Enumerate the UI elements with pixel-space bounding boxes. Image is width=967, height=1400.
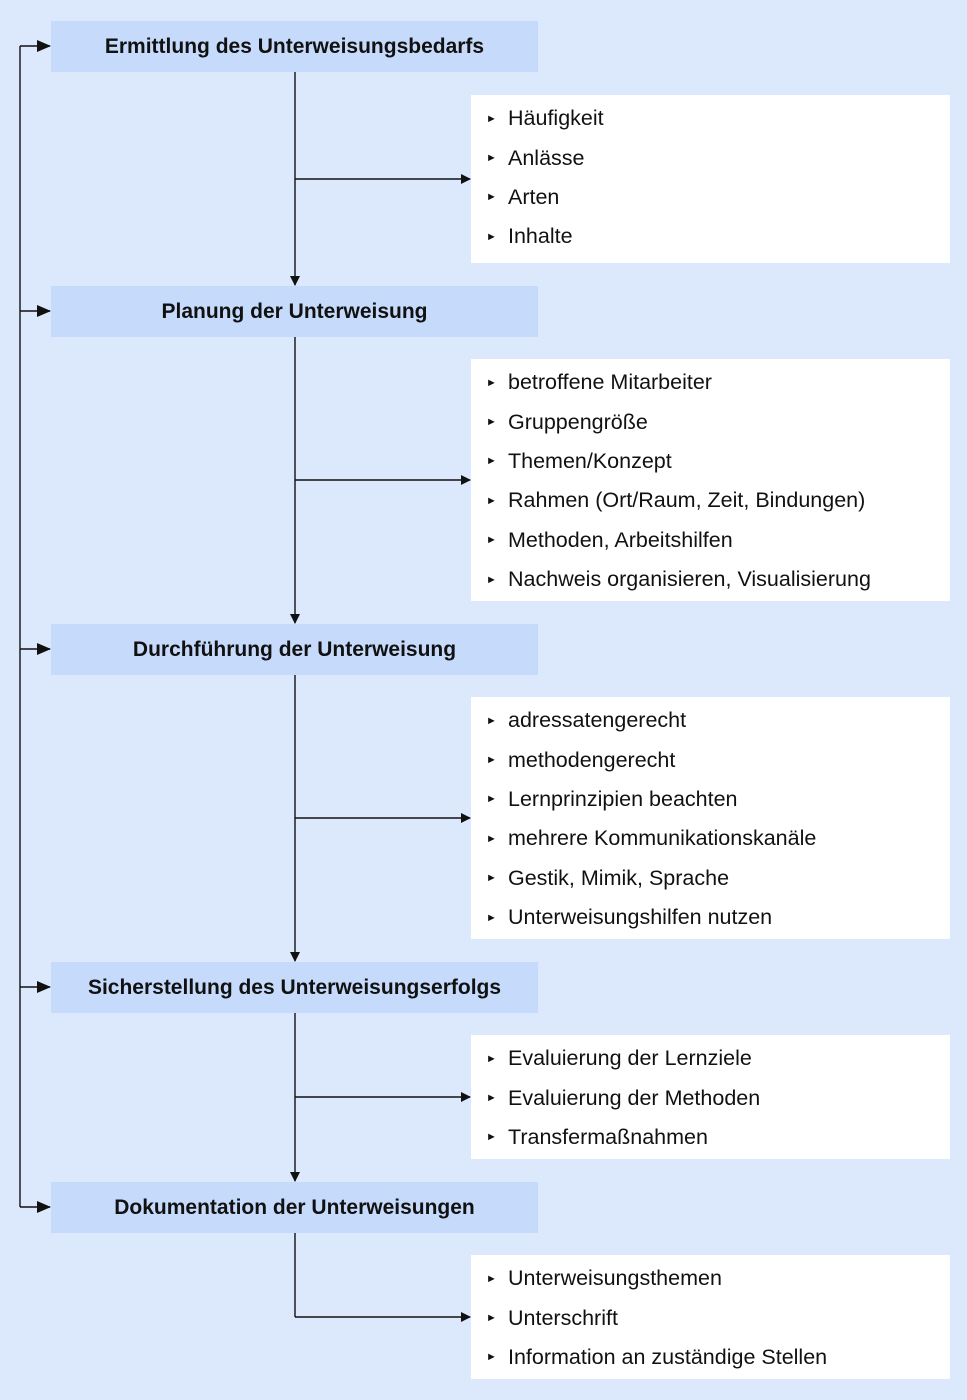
list-item: ►Lernprinzipien beachten bbox=[486, 786, 738, 811]
triangle-right-icon: ► bbox=[486, 230, 497, 243]
step-title: Ermittlung des Unterweisungsbedarfs bbox=[104, 34, 485, 58]
list-item: ►Gruppengröße bbox=[486, 409, 648, 434]
triangle-right-icon: ► bbox=[486, 573, 497, 586]
list-item: ►betroffene Mitarbeiter bbox=[486, 370, 712, 395]
triangle-right-icon: ► bbox=[486, 494, 497, 507]
triangle-right-icon: ► bbox=[486, 754, 497, 767]
step-box-durchfuehrung: Durchführung der Unterweisung bbox=[51, 624, 538, 675]
step-title: Sicherstellung des Unterweisungserfolgs bbox=[87, 975, 502, 999]
step-box-planung: Planung der Unterweisung bbox=[51, 286, 538, 337]
list-item: ►Häufigkeit bbox=[486, 106, 604, 131]
list-item: ►Anlässe bbox=[486, 145, 585, 170]
list-item: ►mehrere Kommunikationskanäle bbox=[486, 826, 817, 851]
step-box-bedarf: Ermittlung des Unterweisungsbedarfs bbox=[51, 21, 538, 72]
list-item: ►Rahmen (Ort/Raum, Zeit, Bindungen) bbox=[486, 488, 866, 513]
list-item: ►methodengerecht bbox=[486, 747, 676, 772]
list-item: ►Information an zuständige Stellen bbox=[486, 1344, 828, 1369]
triangle-right-icon: ► bbox=[486, 112, 497, 125]
list-item: ►Nachweis organisieren, Visualisierung bbox=[486, 567, 871, 592]
triangle-right-icon: ► bbox=[486, 872, 497, 885]
triangle-right-icon: ► bbox=[486, 1272, 497, 1285]
step-title: Dokumentation der Unterweisungen bbox=[114, 1195, 475, 1219]
detail-box-dokumentation: ►Unterweisungsthemen ►Unterschrift ►Info… bbox=[471, 1255, 950, 1379]
list-item: ►Unterschrift bbox=[486, 1305, 618, 1330]
list-item: ►Evaluierung der Methoden bbox=[486, 1085, 761, 1110]
triangle-right-icon: ► bbox=[486, 1092, 497, 1105]
triangle-right-icon: ► bbox=[486, 1312, 497, 1325]
detail-box-planung: ►betroffene Mitarbeiter ►Gruppengröße ►T… bbox=[471, 359, 950, 601]
triangle-right-icon: ► bbox=[486, 152, 497, 165]
list-item: ►Arten bbox=[486, 184, 560, 209]
triangle-right-icon: ► bbox=[486, 793, 497, 806]
list-item: ►Gestik, Mimik, Sprache bbox=[486, 865, 730, 890]
list-item: ►adressatengerecht bbox=[486, 708, 687, 733]
list-item: ►Themen/Konzept bbox=[486, 448, 672, 473]
step-box-sicherstellung: Sicherstellung des Unterweisungserfolgs bbox=[51, 962, 538, 1013]
triangle-right-icon: ► bbox=[486, 416, 497, 429]
list-item: ►Inhalte bbox=[486, 224, 573, 249]
triangle-right-icon: ► bbox=[486, 1052, 497, 1065]
triangle-right-icon: ► bbox=[486, 191, 497, 204]
triangle-right-icon: ► bbox=[486, 1351, 497, 1364]
step-title: Durchführung der Unterweisung bbox=[132, 637, 457, 661]
triangle-right-icon: ► bbox=[486, 911, 497, 924]
list-item: ►Unterweisungsthemen bbox=[486, 1266, 722, 1291]
list-item: ►Evaluierung der Lernziele bbox=[486, 1046, 752, 1071]
list-item: ►Methoden, Arbeitshilfen bbox=[486, 527, 733, 552]
triangle-right-icon: ► bbox=[486, 832, 497, 845]
step-title: Planung der Unterweisung bbox=[161, 299, 428, 323]
list-item: ►Unterweisungshilfen nutzen bbox=[486, 905, 773, 930]
triangle-right-icon: ► bbox=[486, 455, 497, 468]
detail-box-sicherstellung: ►Evaluierung der Lernziele ►Evaluierung … bbox=[471, 1035, 950, 1159]
detail-box-durchfuehrung: ►adressatengerecht ►methodengerecht ►Ler… bbox=[471, 697, 950, 939]
list-item: ►Transfermaßnahmen bbox=[486, 1124, 708, 1149]
triangle-right-icon: ► bbox=[486, 534, 497, 547]
detail-box-bedarf: ►Häufigkeit ►Anlässe ►Arten ►Inhalte bbox=[471, 95, 950, 263]
triangle-right-icon: ► bbox=[486, 376, 497, 389]
triangle-right-icon: ► bbox=[486, 714, 497, 727]
triangle-right-icon: ► bbox=[486, 1131, 497, 1144]
step-box-dokumentation: Dokumentation der Unterweisungen bbox=[51, 1182, 538, 1233]
